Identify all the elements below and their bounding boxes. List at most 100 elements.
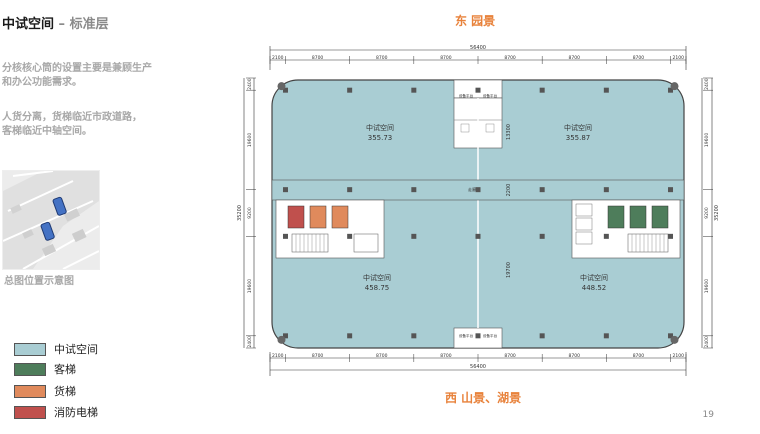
- column: [603, 333, 609, 339]
- site-plan-caption: 总图位置示意图: [4, 276, 74, 287]
- legend-item-fire-elevator: 消防电梯: [14, 405, 98, 419]
- bay-dim-label: 8700: [569, 55, 581, 61]
- description-line-4: 客梯临近中轴空间。: [2, 126, 92, 137]
- dim-total-bottom: 56400: [470, 364, 486, 370]
- column: [411, 187, 417, 193]
- side-dims: 2400196009200196002400240019600920019600…: [246, 77, 713, 349]
- legend-item-test-space: 中试空间: [14, 342, 98, 356]
- legend-label: 中试空间: [54, 343, 98, 356]
- room-2-area: 355.87: [566, 134, 591, 142]
- bay-dim-label: 8700: [376, 55, 388, 61]
- legend-item-passenger-elevator: 客梯: [14, 362, 76, 376]
- balcony-label: 设备平台: [483, 333, 498, 338]
- balcony-label: 设备平台: [459, 93, 474, 98]
- legend-label: 消防电梯: [54, 406, 98, 419]
- dim-core-upper: 13300: [506, 124, 512, 140]
- dim-total-height-left: 35200: [237, 205, 243, 221]
- side-dim-label: 2400: [247, 78, 253, 90]
- description-line-3: 人货分离，货梯临近市政道路，: [2, 112, 142, 123]
- bay-dim-label: 8700: [633, 55, 645, 61]
- left-stair: [291, 233, 329, 253]
- column: [603, 87, 609, 93]
- passenger-elevator: [607, 205, 625, 229]
- freight-elevator: [309, 205, 327, 229]
- column: [668, 87, 674, 93]
- column: [539, 87, 545, 93]
- legend-swatch-fire-elevator: [14, 405, 46, 419]
- column: [668, 333, 674, 339]
- balcony-label: 设备平台: [483, 93, 498, 98]
- fire-elevator: [287, 205, 305, 229]
- corridor-label: 走廊: [468, 186, 476, 192]
- title-sub: – 标准层: [54, 17, 109, 32]
- balcony-label: 设备平台: [459, 333, 474, 338]
- bay-dim-label: 8700: [504, 55, 516, 61]
- side-dim-label: 19600: [247, 279, 253, 293]
- column: [475, 333, 481, 339]
- corner-column: [670, 82, 679, 91]
- orientation-west: 西 山景、湖景: [445, 391, 522, 405]
- title-main: 中试空间: [2, 17, 55, 32]
- column: [539, 233, 545, 239]
- bay-dim-label: 8700: [312, 353, 324, 359]
- description-line-1: 分核核心筒的设置主要是兼顾生产: [2, 63, 152, 74]
- side-dim-label: 19600: [704, 279, 710, 293]
- column: [475, 187, 481, 193]
- room-4-area: 448.52: [582, 284, 607, 292]
- side-dim-label: 9200: [247, 207, 253, 219]
- bay-dim-label: 8700: [633, 353, 645, 359]
- room-3-name: 中试空间: [363, 273, 391, 282]
- side-dim-label: 2400: [704, 336, 710, 348]
- dim-total-top: 56400: [470, 45, 486, 51]
- site-plan-map: [2, 170, 100, 270]
- legend-item-freight-elevator: 货梯: [14, 384, 76, 398]
- page-number: 19: [702, 410, 714, 420]
- column: [539, 187, 545, 193]
- column: [668, 187, 674, 193]
- legend-label: 货梯: [54, 385, 76, 398]
- page-title: 中试空间 – 标准层: [2, 13, 109, 32]
- column: [411, 333, 417, 339]
- passenger-elevator: [629, 205, 647, 229]
- column: [347, 87, 353, 93]
- passenger-elevator: [651, 205, 669, 229]
- room-4-name: 中试空间: [580, 273, 608, 282]
- column: [539, 333, 545, 339]
- dim-total-height-right: 35200: [714, 205, 720, 221]
- room-1-name: 中试空间: [366, 123, 394, 132]
- side-dim-label: 2400: [704, 78, 710, 90]
- column: [347, 333, 353, 339]
- dim-core-corridor: 2200: [506, 184, 512, 197]
- column: [411, 87, 417, 93]
- room-2-name: 中试空间: [564, 123, 592, 132]
- bay-dim-label: 2100: [673, 353, 685, 359]
- side-dim-label: 2400: [247, 336, 253, 348]
- legend-swatch-test-space: [14, 342, 46, 356]
- column: [282, 233, 288, 239]
- column: [411, 233, 417, 239]
- side-dim-label: 19600: [247, 133, 253, 147]
- corner-column: [277, 82, 286, 91]
- column: [475, 233, 481, 239]
- bay-dim-label: 8700: [569, 353, 581, 359]
- description-line-2: 和办公功能需求。: [2, 77, 82, 88]
- orientation-east: 东 园景: [455, 14, 496, 28]
- column: [603, 233, 609, 239]
- site-plan-drawing: [3, 171, 99, 269]
- description-block-2: 人货分离，货梯临近市政道路， 客梯临近中轴空间。: [2, 111, 202, 139]
- bay-dim-label: 8700: [440, 55, 452, 61]
- dim-core-lower: 19700: [506, 262, 512, 278]
- side-dim-label: 19600: [704, 133, 710, 147]
- bay-dim-label: 8700: [504, 353, 516, 359]
- column: [668, 233, 674, 239]
- legend-swatch-freight-elevator: [14, 384, 46, 398]
- legend-label: 客梯: [54, 363, 76, 376]
- column: [347, 233, 353, 239]
- corner-column: [277, 335, 286, 344]
- column: [347, 187, 353, 193]
- bay-dim-label: 8700: [376, 353, 388, 359]
- room-1-area: 355.73: [368, 134, 393, 142]
